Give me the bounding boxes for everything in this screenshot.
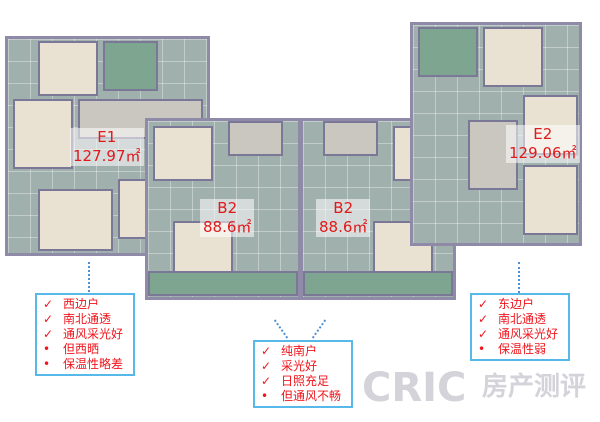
arrow-east bbox=[518, 262, 520, 293]
unit-area: 127.97㎡ bbox=[73, 147, 141, 165]
unit-area: 88.6㎡ bbox=[203, 218, 252, 236]
unit-name: B2 bbox=[333, 199, 354, 217]
check-icon: ✓ bbox=[261, 344, 272, 358]
check-icon: ✓ bbox=[43, 327, 54, 341]
note-item: •但西晒 bbox=[43, 342, 100, 356]
check-icon: ✓ bbox=[261, 359, 272, 373]
note-item: •但通风不畅 bbox=[261, 389, 342, 403]
bullet-icon: • bbox=[478, 342, 486, 356]
note-item: ✓日照充足 bbox=[261, 374, 330, 388]
arrow-west bbox=[88, 262, 90, 292]
unit-area: 88.6㎡ bbox=[319, 218, 368, 236]
note-item: ✓东边户 bbox=[478, 297, 535, 311]
note-item: ✓西边户 bbox=[43, 297, 100, 311]
watermark-logo: CRIC bbox=[362, 365, 467, 411]
note-item: ✓南北通透 bbox=[478, 312, 547, 326]
note-box-west: ✓西边户 ✓南北通透 ✓通风采光好 •但西晒 •保温性略差 bbox=[35, 293, 135, 376]
check-icon: ✓ bbox=[478, 312, 489, 326]
unit-area: 129.06㎡ bbox=[509, 144, 577, 162]
note-item: ✓通风采光好 bbox=[478, 327, 559, 341]
bullet-icon: • bbox=[261, 389, 269, 403]
note-item: ✓南北通透 bbox=[43, 312, 112, 326]
check-icon: ✓ bbox=[478, 327, 489, 341]
watermark-text: 房产测评 bbox=[482, 372, 587, 402]
check-icon: ✓ bbox=[261, 374, 272, 388]
note-box-middle: ✓纯南户 ✓采光好 ✓日照充足 •但通风不畅 bbox=[253, 340, 353, 408]
unit-label-b2-left: B2 88.6㎡ bbox=[200, 199, 255, 237]
check-icon: ✓ bbox=[478, 297, 489, 311]
bullet-icon: • bbox=[43, 342, 51, 356]
note-item: •保温性弱 bbox=[478, 342, 547, 356]
unit-label-b2-right: B2 88.6㎡ bbox=[316, 199, 371, 237]
unit-name: E2 bbox=[533, 125, 553, 143]
arrow-middle-right bbox=[311, 319, 327, 339]
note-item: •保温性略差 bbox=[43, 357, 124, 371]
note-item: ✓采光好 bbox=[261, 359, 318, 373]
note-item: ✓纯南户 bbox=[261, 344, 318, 358]
bullet-icon: • bbox=[43, 357, 51, 371]
unit-label-e1: E1 127.97㎡ bbox=[70, 128, 144, 166]
note-box-east: ✓东边户 ✓南北通透 ✓通风采光好 •保温性弱 bbox=[470, 293, 570, 361]
unit-name: E1 bbox=[97, 128, 117, 146]
unit-name: B2 bbox=[217, 199, 238, 217]
unit-label-e2: E2 129.06㎡ bbox=[506, 125, 580, 163]
check-icon: ✓ bbox=[43, 312, 54, 326]
note-item: ✓通风采光好 bbox=[43, 327, 124, 341]
arrow-middle-left bbox=[273, 319, 289, 339]
check-icon: ✓ bbox=[43, 297, 54, 311]
